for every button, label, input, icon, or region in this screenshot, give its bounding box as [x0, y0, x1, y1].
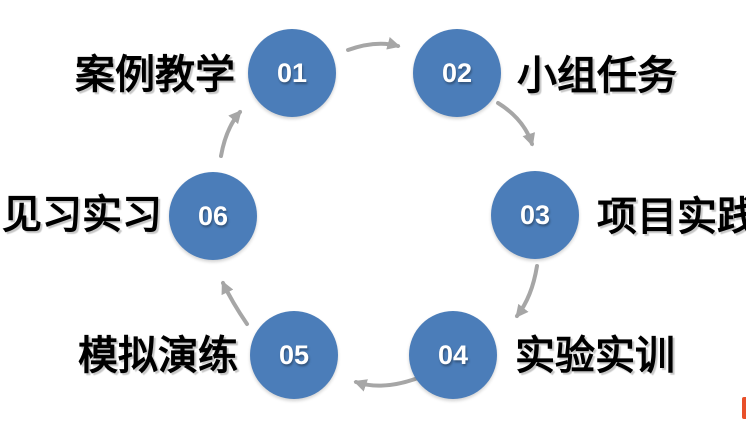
step-number-04: 04 — [437, 339, 469, 370]
arrow-icon-05-to-06 — [221, 280, 249, 326]
step-circle-01: 01 — [248, 29, 336, 117]
step-label-01: 案例教学 — [75, 53, 235, 97]
arrow-icon-03-to-04 — [515, 264, 539, 319]
step-number-02: 02 — [441, 57, 473, 88]
arrow-icon-01-to-02 — [346, 36, 401, 52]
step-label-04: 实验实训 — [515, 334, 675, 378]
step-circle-02: 02 — [413, 29, 501, 117]
step-circle-03: 03 — [491, 171, 579, 259]
step-circle-06: 06 — [169, 172, 257, 260]
step-label-03: 项目实践 — [597, 195, 746, 239]
step-circle-04: 04 — [409, 311, 497, 399]
step-circle-05: 05 — [250, 311, 338, 399]
step-number-05: 05 — [278, 339, 310, 370]
step-number-03: 03 — [519, 199, 551, 230]
arrow-icon-04-to-05 — [353, 376, 420, 392]
step-label-02: 小组任务 — [517, 54, 677, 98]
clipped-red-mark — [742, 397, 746, 419]
arrow-icon-02-to-03 — [496, 101, 536, 147]
arrow-icon-06-to-01 — [219, 110, 242, 158]
step-number-01: 01 — [276, 57, 308, 88]
step-number-06: 06 — [197, 200, 229, 231]
step-label-06: 见习实习 — [2, 193, 162, 237]
step-label-05: 模拟演练 — [78, 334, 238, 378]
